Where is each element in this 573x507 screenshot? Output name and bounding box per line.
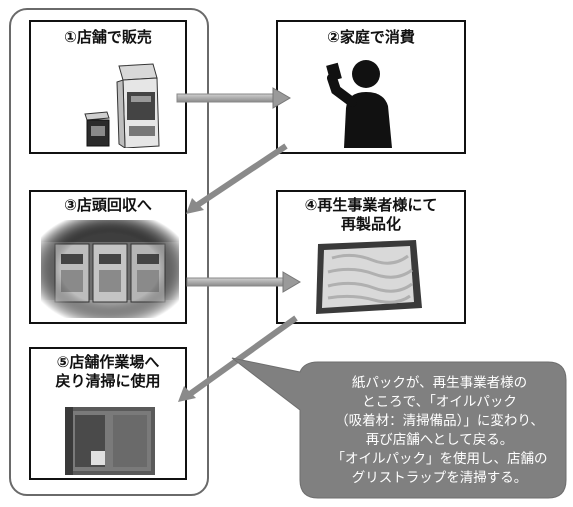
step1-title: ①店舗で販売 xyxy=(64,28,152,46)
milk-carton-icon xyxy=(84,63,160,148)
step4-title-line2: 再製品化 xyxy=(340,215,401,233)
explanation-callout-shape xyxy=(231,357,567,499)
step4-box: ④再生事業者様にて 再製品化 xyxy=(276,190,466,324)
callout-line-5: 「オイルパック」を使用し、店舗の xyxy=(331,451,548,467)
step2-box: ②家庭で消費 xyxy=(276,20,466,154)
recycling-bins-photo xyxy=(41,220,179,318)
step3-box: ③店頭回収へ xyxy=(29,190,187,324)
step5-title-line2: 戻り清掃に使用 xyxy=(55,372,161,390)
arrow-2-to-3 xyxy=(186,143,288,214)
person-drinking-icon xyxy=(326,60,392,148)
step2-title: ②家庭で消費 xyxy=(327,28,415,46)
step5-box: ⑤店舗作業場へ 戻り清掃に使用 xyxy=(29,347,187,480)
explanation-callout-text: 紙パックが、再生事業者様の ところで、「オイルパック （吸着材：清掃備品）」に変… xyxy=(312,374,567,488)
callout-line-2: ところで、「オイルパック xyxy=(362,394,517,410)
step5-title-line1: ⑤店舗作業場へ xyxy=(56,353,160,371)
cleaning-photo xyxy=(65,407,155,475)
step3-title: ③店頭回収へ xyxy=(64,196,152,214)
oil-pack-photo xyxy=(312,238,424,316)
step1-box: ①店舗で販売 xyxy=(29,20,187,154)
step4-title-line1: ④再生事業者様にて xyxy=(304,196,438,214)
callout-line-4: 再び店舗へとして戻る。 xyxy=(365,432,514,448)
store-steps-frame xyxy=(9,8,209,496)
callout-line-6: グリストラップを清掃する。 xyxy=(351,470,528,486)
arrow-4-to-5 xyxy=(178,315,298,402)
callout-line-1: 紙パックが、再生事業者様の xyxy=(351,375,528,391)
arrow-3-to-4 xyxy=(186,271,301,293)
callout-line-3: （吸着材：清掃備品）」に変わり、 xyxy=(335,413,544,429)
arrow-1-to-2 xyxy=(176,87,291,109)
